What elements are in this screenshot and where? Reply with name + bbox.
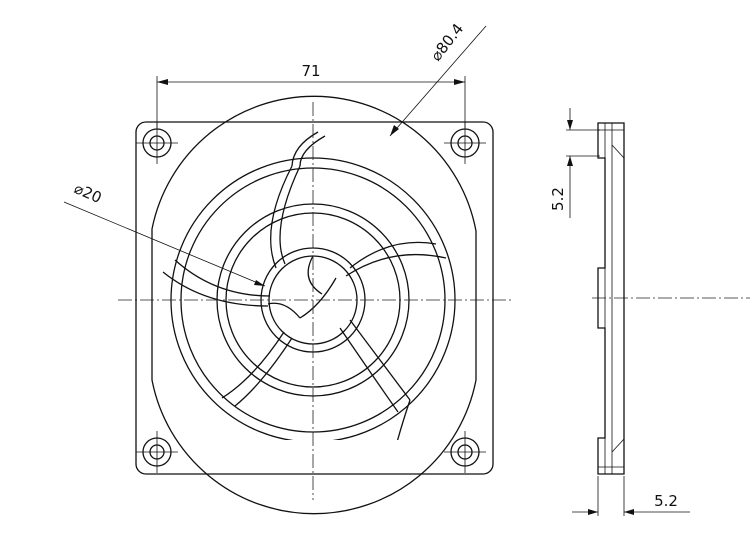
hub-diameter-label: ⌀20 <box>71 179 104 207</box>
outer-diameter-leader: ⌀80.4 <box>389 20 487 137</box>
side-bottom-dimension-label: 5.2 <box>654 492 678 510</box>
side-profile <box>597 122 625 475</box>
side-top-dimension: 5.2 <box>549 108 600 218</box>
hub-diameter-leader: ⌀20 <box>63 179 266 287</box>
outer-diameter-label: ⌀80.4 <box>427 20 467 65</box>
grill-outer-boundary <box>151 95 477 515</box>
grill-pattern <box>162 131 456 440</box>
front-view: 71 ⌀80.4 ⌀20 <box>63 20 512 515</box>
hole-center-marks <box>136 122 486 473</box>
side-top-dimension-label: 5.2 <box>549 187 567 211</box>
grill-spokes <box>162 131 447 440</box>
width-dimension: 71 <box>156 62 466 128</box>
width-dimension-label: 71 <box>301 62 320 80</box>
side-view: 5.2 5.2 <box>549 108 750 516</box>
side-bottom-dimension: 5.2 <box>572 476 690 516</box>
frame-outline <box>135 121 494 475</box>
